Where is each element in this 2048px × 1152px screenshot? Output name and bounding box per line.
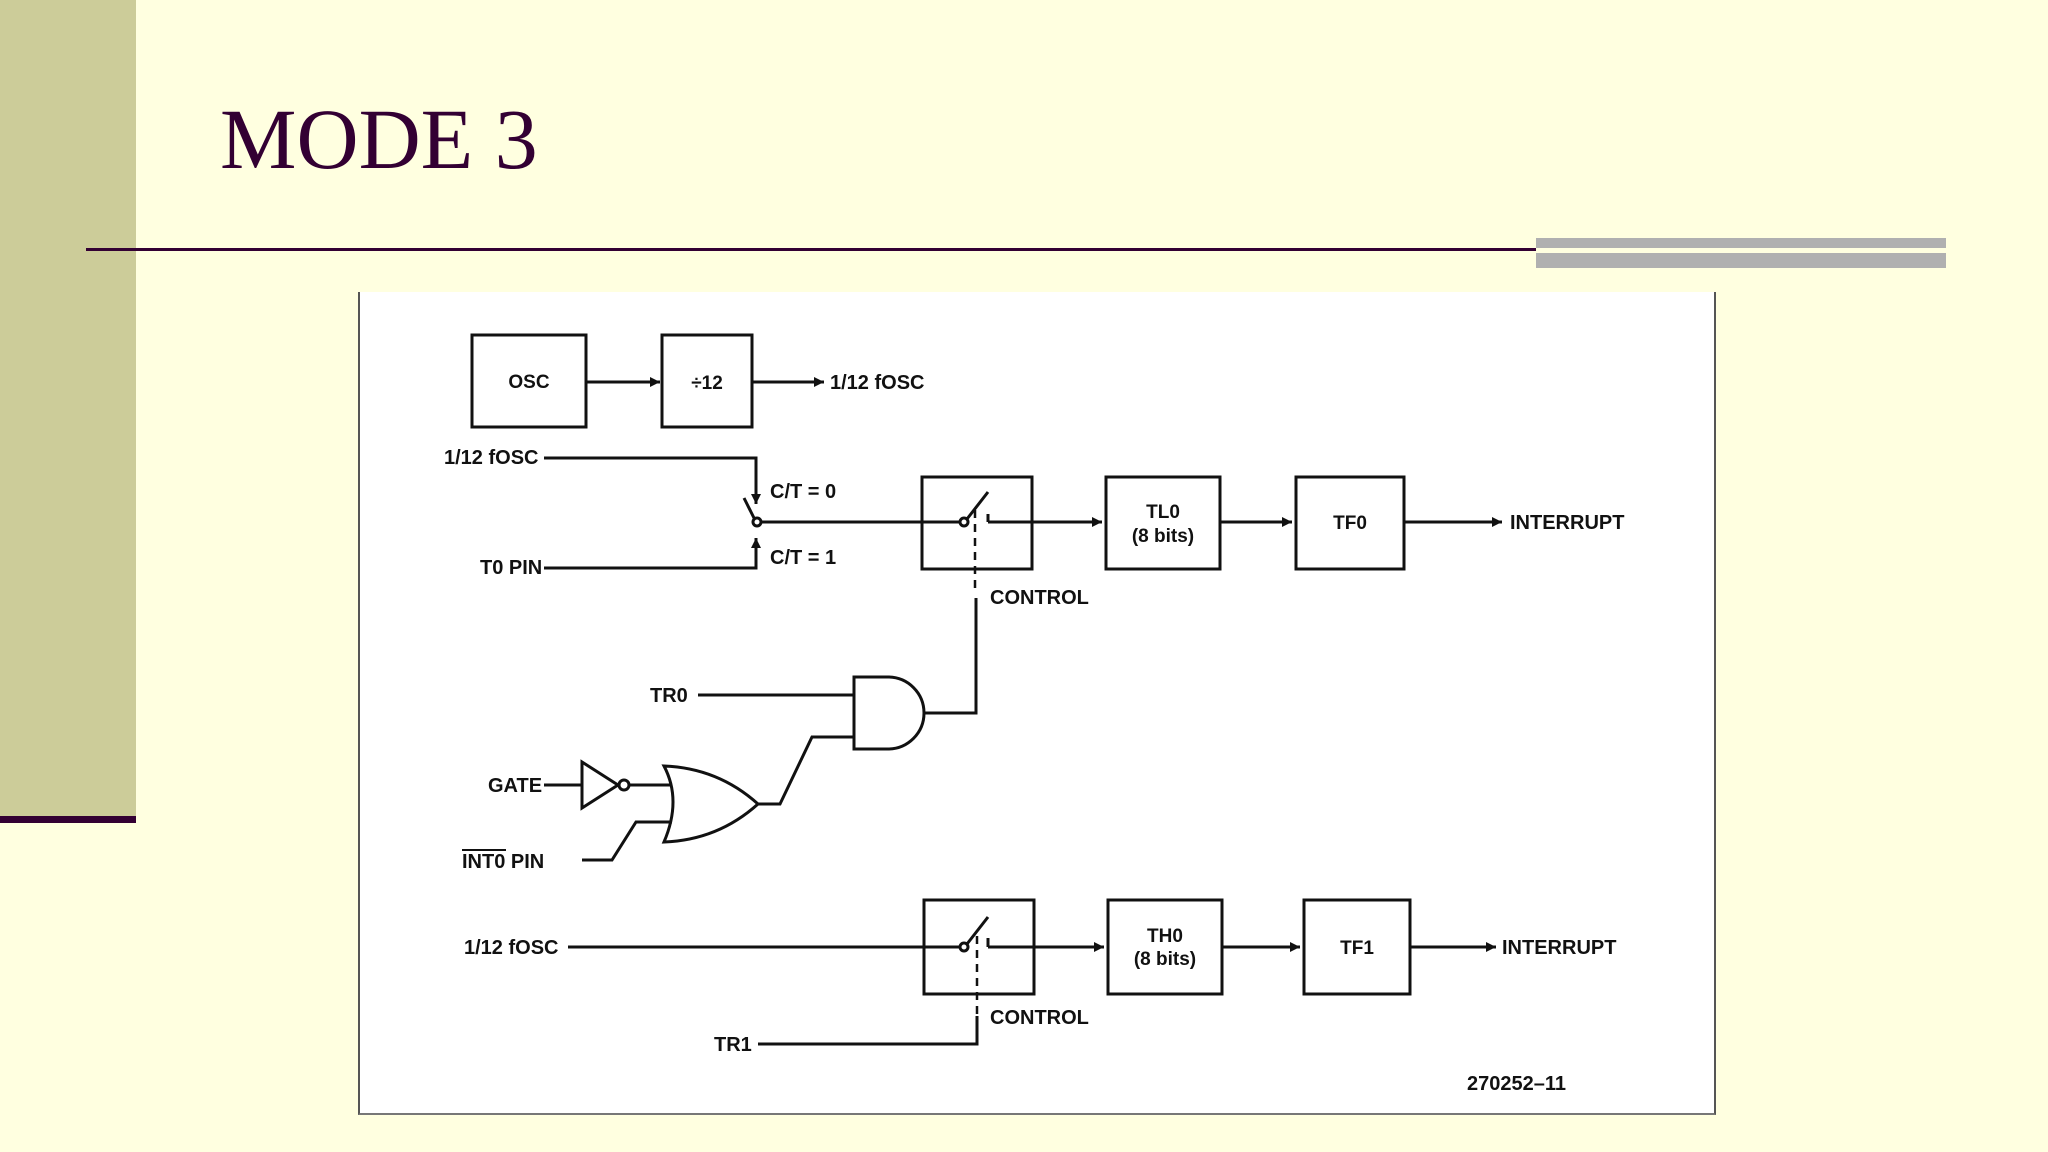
slide-left-band-rule: [0, 816, 136, 823]
int0-label: INT0 PIN: [462, 851, 544, 873]
tl0-block: [1104, 475, 1222, 571]
gate-label: GATE: [488, 775, 542, 797]
tf0-block-label: TF0: [1333, 513, 1367, 534]
divider-block: [660, 333, 754, 429]
timer-mode3-diagram: OSC ÷12 1/12 fOSC 1/12 fOSC C/T = 0 C/T …: [358, 292, 1716, 1115]
th0-block: [1106, 898, 1224, 996]
th0-block-label: TH0: [1147, 926, 1183, 947]
wire-and-to-control: [924, 598, 978, 715]
t0-pin-label: T0 PIN: [480, 557, 542, 579]
osc-block: [470, 333, 588, 429]
tf1-block-label: TF1: [1340, 938, 1374, 959]
interrupt-top-label: INTERRUPT: [1510, 512, 1624, 534]
inverter: [580, 759, 621, 811]
th0-bits-label: (8 bits): [1134, 949, 1196, 970]
osc-block-label: OSC: [508, 372, 549, 393]
wire-fosc-to-selector: [544, 456, 761, 504]
wire-tr1-to-control: [758, 1016, 979, 1046]
input-osc-label: 1/12 fOSC: [444, 447, 538, 469]
tr0-label: TR0: [650, 685, 688, 707]
diagram-canvas: OSC ÷12 1/12 fOSC 1/12 fOSC C/T = 0 C/T …: [444, 333, 1624, 1095]
title-divider: [86, 248, 1946, 251]
wire-int0-to-or: [582, 820, 672, 862]
tf1-block: [1302, 898, 1412, 996]
control-label-bottom: CONTROL: [990, 1007, 1089, 1029]
osc-out-label: 1/12 fOSC: [830, 372, 924, 394]
switch-bottom-contact: [958, 941, 970, 953]
slide-left-band: [0, 0, 136, 816]
tl0-bits-label: (8 bits): [1132, 526, 1194, 547]
divider-block-label: ÷12: [691, 373, 723, 394]
ct0-label: C/T = 0: [770, 481, 836, 503]
wire-or-to-and: [758, 735, 854, 806]
inverter-bubble: [617, 778, 631, 792]
tl0-block-label: TL0: [1146, 502, 1180, 523]
switch-top-contact: [958, 516, 970, 528]
switch-top-blade: [965, 491, 990, 520]
and-gate: [852, 675, 926, 751]
tf0-block: [1294, 475, 1406, 571]
control-label-top: CONTROL: [990, 587, 1089, 609]
interrupt-bottom-label: INTERRUPT: [1502, 937, 1616, 959]
ct1-label: C/T = 1: [770, 547, 836, 569]
lower-osc-label: 1/12 fOSC: [464, 937, 558, 959]
slide-title: MODE 3: [220, 91, 538, 187]
wire-t0pin-to-selector: [544, 538, 761, 570]
figure-code: 270252–11: [1467, 1073, 1566, 1095]
switch-bottom-blade: [965, 916, 990, 945]
tr1-label: TR1: [714, 1034, 752, 1056]
title-divider-accent: [1536, 238, 1946, 268]
selector-pivot: [751, 516, 763, 528]
or-gate: [661, 764, 761, 844]
